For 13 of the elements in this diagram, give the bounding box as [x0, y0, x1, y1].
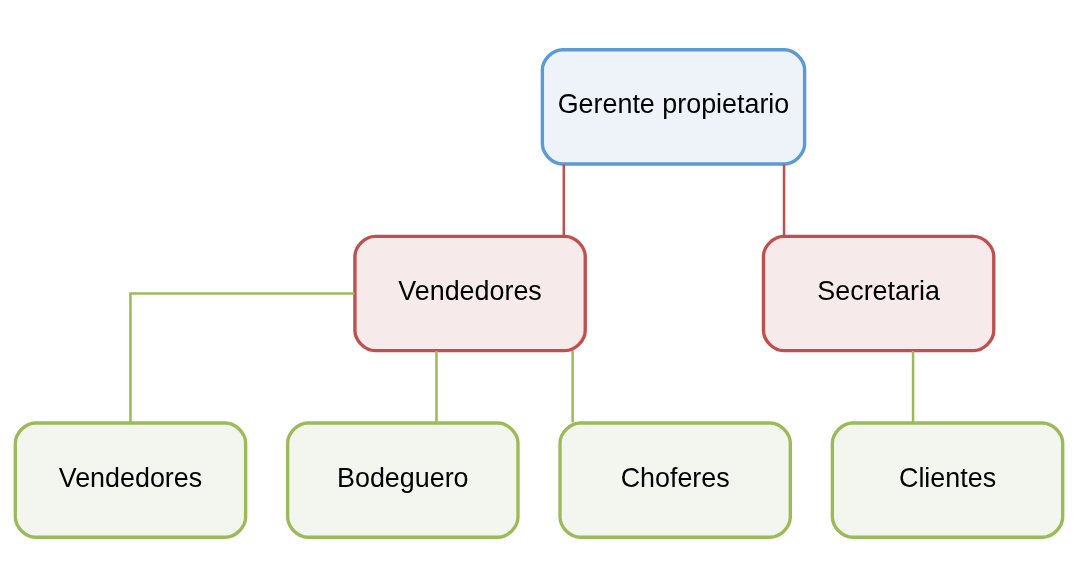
node-box: Vendedores: [13, 421, 248, 539]
node-box: Secretaria: [761, 234, 996, 353]
connector: [129, 292, 355, 423]
connector: [562, 164, 566, 236]
node-box: Choferes: [558, 421, 792, 539]
connector: [911, 351, 915, 423]
connector: [782, 164, 786, 236]
node-box: Bodeguero: [286, 421, 520, 539]
node-box: Gerente propietario: [540, 48, 807, 166]
node-box: Clientes: [830, 421, 1065, 539]
connector: [571, 351, 574, 423]
connector: [435, 351, 438, 423]
node-box: Vendedores: [353, 234, 587, 353]
